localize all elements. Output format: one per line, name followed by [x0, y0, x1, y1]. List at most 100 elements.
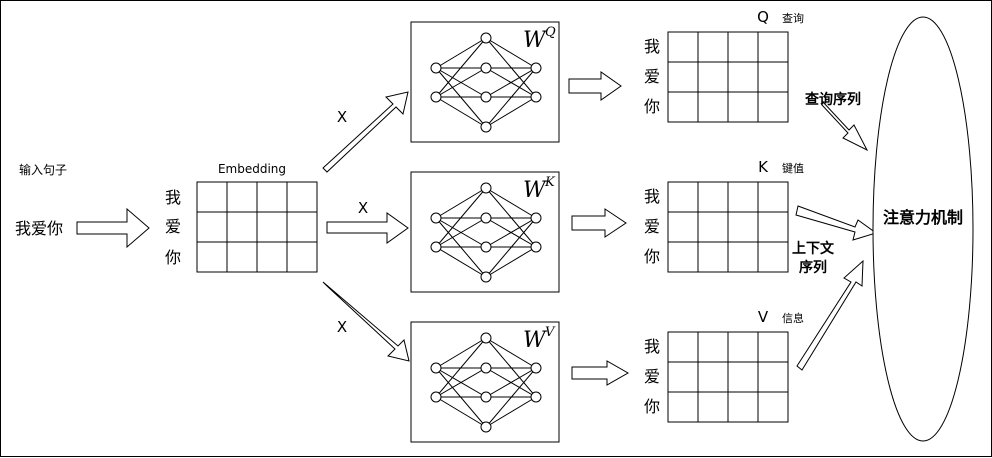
- arrow-to-wq: [322, 91, 409, 173]
- network-edge: [485, 246, 537, 278]
- network-edge: [435, 396, 487, 428]
- embedding-token-2: 爱: [165, 217, 181, 236]
- network-edge: [485, 37, 537, 69]
- network-edge: [435, 217, 487, 248]
- multiply-label-v: X: [337, 318, 347, 336]
- multiply-label-q: X: [337, 108, 347, 126]
- network-edge: [435, 337, 487, 398]
- network-node: [480, 271, 492, 283]
- network-edges: [435, 337, 537, 428]
- network-edge: [435, 337, 487, 369]
- network-node: [480, 421, 492, 433]
- output-letter-v: V: [758, 308, 769, 326]
- network-edge: [485, 217, 537, 278]
- arrow-to-wk: [326, 212, 409, 244]
- network-edge: [435, 96, 487, 128]
- arrow-v-to-attention: [796, 259, 864, 371]
- output-token: 你: [644, 97, 660, 116]
- network-node: [430, 212, 442, 224]
- output-grid: [667, 181, 789, 273]
- output-token: 爱: [644, 67, 660, 86]
- network-edge: [485, 96, 537, 128]
- network-node: [530, 391, 542, 403]
- network-edge: [435, 37, 487, 98]
- network-edge: [485, 396, 537, 428]
- input-caption: 输入句子: [19, 162, 67, 177]
- embedding-matrix: [196, 181, 318, 273]
- network-edge: [485, 67, 537, 128]
- network-edge: [435, 37, 487, 69]
- output-token: 你: [644, 247, 660, 266]
- network-node: [480, 332, 492, 344]
- network-node: [530, 62, 542, 74]
- network-edge: [485, 337, 537, 369]
- arrow-wk-to-k: [571, 208, 627, 238]
- multiply-label-k: X: [358, 199, 368, 217]
- output-token: 我: [644, 187, 660, 206]
- network-node: [430, 391, 442, 403]
- network-edge: [435, 187, 487, 248]
- output-caption-q: 查询: [782, 11, 804, 25]
- weight-symbol-v: W: [523, 328, 548, 353]
- input-sentence: 我爱你: [15, 219, 63, 238]
- network-node: [530, 362, 542, 374]
- network-node: [480, 91, 492, 103]
- output-token: 我: [644, 337, 660, 356]
- network-node: [530, 212, 542, 224]
- attention-ellipse: [872, 16, 974, 442]
- weight-superscript-k: K: [544, 175, 556, 190]
- network-edges: [435, 187, 537, 278]
- network-node: [480, 391, 492, 403]
- network-node: [480, 212, 492, 224]
- output-grid: [667, 31, 789, 123]
- output-caption-k: 键值: [782, 161, 804, 175]
- arrow-q-to-attention: [821, 101, 869, 152]
- arrow-label-query-seq: 查询序列: [805, 91, 861, 108]
- arrow-wv-to-v: [571, 360, 630, 386]
- network-node: [480, 32, 492, 44]
- network-node: [480, 62, 492, 74]
- network-node: [430, 362, 442, 374]
- weight-symbol-k: W: [523, 178, 548, 203]
- output-grid: [667, 331, 789, 423]
- output-letter-q: Q: [757, 8, 769, 26]
- weight-symbol-q: W: [523, 28, 548, 53]
- arrow-label-context-seq-2: 序列: [799, 259, 827, 276]
- arrow-label-context-seq-1: 上下文: [792, 240, 835, 257]
- network-edge: [485, 367, 537, 398]
- arrow-wq-to-q: [568, 71, 622, 101]
- network-node: [480, 182, 492, 194]
- embedding-label: Embedding: [218, 162, 286, 176]
- network-edges: [435, 37, 537, 128]
- embedding-token-3: 你: [165, 248, 181, 267]
- network-edge: [435, 246, 487, 278]
- network-node: [480, 241, 492, 253]
- attention-label: 注意力机制: [883, 208, 963, 227]
- network-edge: [435, 187, 487, 219]
- network-node: [430, 62, 442, 74]
- arrow-to-wv: [322, 281, 410, 362]
- network-edge: [485, 187, 537, 219]
- weight-superscript-v: V: [545, 325, 556, 340]
- output-letter-k: K: [758, 158, 769, 176]
- network-node: [530, 241, 542, 253]
- output-token: 爱: [644, 367, 660, 386]
- network-edge: [485, 367, 537, 428]
- network-edge: [435, 67, 487, 98]
- network-edge: [485, 67, 537, 98]
- network-node: [480, 121, 492, 133]
- input-arrow: [76, 207, 150, 249]
- network-node: [530, 91, 542, 103]
- arrow-k-to-attention: [795, 205, 878, 241]
- network-edge: [485, 217, 537, 248]
- network-node: [430, 241, 442, 253]
- network-edge: [435, 367, 487, 398]
